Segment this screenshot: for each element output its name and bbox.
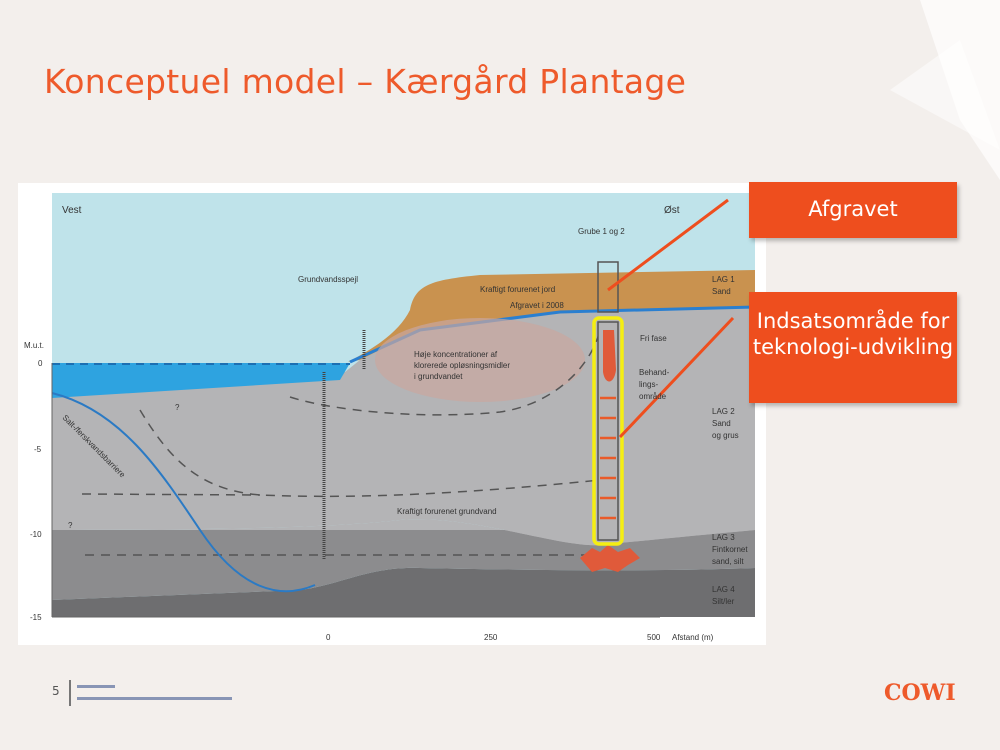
svg-text:sand, silt: sand, silt	[712, 557, 744, 566]
question-mark: ?	[175, 403, 180, 412]
svg-text:LAG 4: LAG 4	[712, 585, 735, 594]
callout-indsatsomraade: Indsatsområde for teknologi-udvikling	[749, 292, 957, 403]
behandling-label: lings-	[639, 380, 658, 389]
forurenet-jord-label: Kraftigt forurenet jord	[480, 285, 555, 294]
svg-text:Silt/ler: Silt/ler	[712, 597, 735, 606]
svg-text:LAG 2: LAG 2	[712, 407, 735, 416]
plume-label: i grundvandet	[414, 372, 463, 381]
plume-label: Høje koncentrationer af	[414, 350, 498, 359]
layer-3	[52, 530, 755, 600]
footer-text-blur	[77, 685, 115, 688]
y-axis-label: M.u.t.	[24, 341, 44, 350]
conceptual-model-diagram: M.u.t. 0 -5 -10 -15 0 250 500 Afstand (m…	[18, 183, 766, 645]
svg-text:LAG 1: LAG 1	[712, 275, 735, 284]
x-tick: 500	[647, 633, 661, 642]
east-label: Øst	[664, 205, 680, 216]
y-tick: -5	[34, 445, 42, 454]
svg-text:og grus: og grus	[712, 431, 739, 440]
contamination-plume	[375, 318, 585, 402]
behandling-label: Behand-	[639, 368, 670, 377]
question-mark: ?	[68, 521, 73, 530]
cowi-logo: COWI	[884, 680, 956, 706]
treatment-zone-burst	[580, 545, 640, 572]
y-tick: -15	[30, 613, 42, 622]
grube-label: Grube 1 og 2	[578, 227, 625, 236]
highlight-box	[592, 316, 624, 546]
sea	[52, 363, 350, 398]
svg-text:Sand: Sand	[712, 287, 731, 296]
y-tick: -10	[30, 530, 42, 539]
fri-fase-label: Fri fase	[640, 334, 667, 343]
x-tick: 250	[484, 633, 498, 642]
plume-label: klorerede opløsningsmidler	[414, 361, 510, 370]
west-label: Vest	[62, 205, 82, 216]
svg-text:Fintkornet: Fintkornet	[712, 545, 748, 554]
x-axis-label: Afstand (m)	[672, 633, 714, 642]
page-number: 5	[52, 684, 60, 698]
y-tick: 0	[38, 359, 43, 368]
slide-title: Konceptuel model – Kærgård Plantage	[44, 62, 687, 101]
footer-divider	[69, 680, 71, 706]
layer-4	[52, 567, 755, 617]
x-tick: 0	[326, 633, 331, 642]
layer-1-sand	[348, 270, 755, 362]
afgravet-2008-label: Afgravet i 2008	[510, 301, 564, 310]
grundvandsspejl-label: Grundvandsspejl	[298, 275, 358, 284]
forurenet-grundvand-label: Kraftigt forurenet grundvand	[397, 507, 497, 516]
svg-text:Sand: Sand	[712, 419, 731, 428]
behandling-label: område	[639, 392, 667, 401]
callout-afgravet: Afgravet	[749, 182, 957, 238]
layer-labels: LAG 1 Sand LAG 2 Sand og grus LAG 3 Fintkorn…	[712, 275, 748, 606]
svg-text:LAG 3: LAG 3	[712, 533, 735, 542]
salt-freshwater-barrier	[51, 392, 316, 593]
footer-text-blur	[77, 697, 232, 700]
free-phase	[603, 330, 616, 382]
decorative-triangles	[890, 0, 1000, 180]
